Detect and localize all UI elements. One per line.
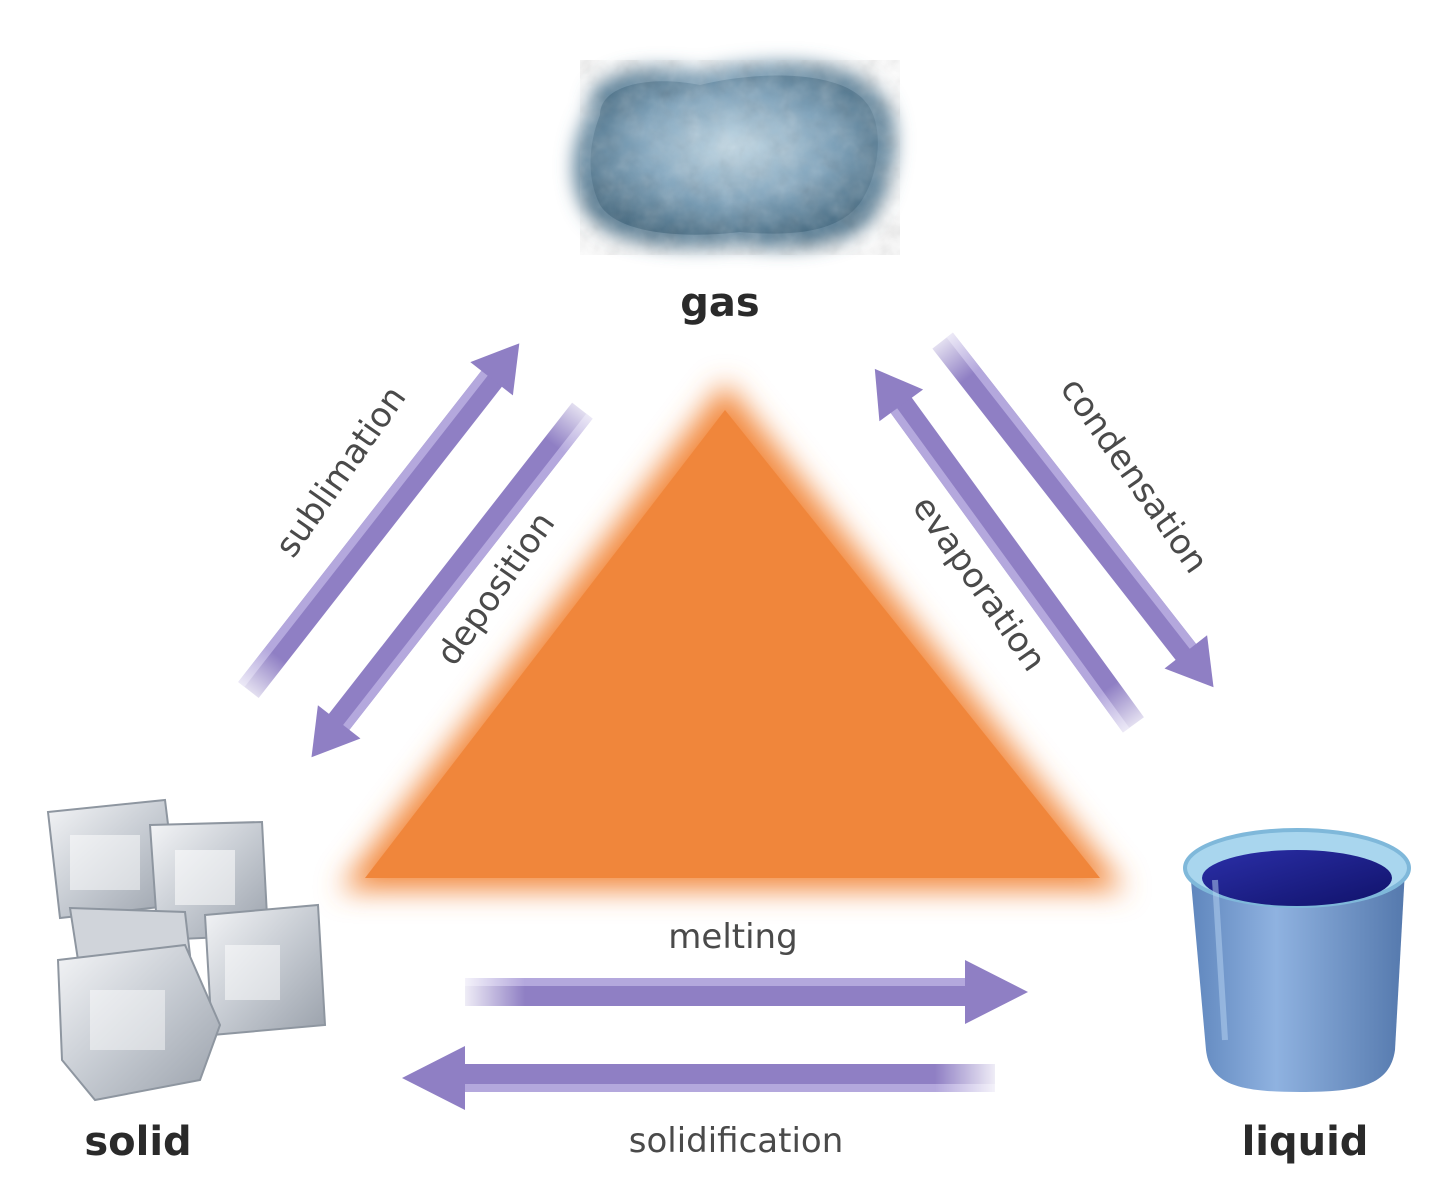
solidification-label: solidification: [629, 1121, 844, 1161]
sublimation-arrow: [222, 343, 520, 715]
liquid-label: liquid: [1242, 1119, 1369, 1165]
evaporation-arrow: [874, 368, 1160, 750]
sublimation-label: sublimation: [268, 379, 415, 565]
solidification-arrow: [402, 1046, 1005, 1110]
gas-cloud-icon: [573, 60, 900, 255]
ice-cubes-icon: [46, 798, 327, 1102]
condensation-label: condensation: [1052, 371, 1216, 581]
liquid-cup-icon: [1183, 828, 1411, 1092]
melting-arrow: [455, 960, 1028, 1024]
deposition-arrow: [311, 385, 609, 758]
central-triangle-core: [365, 410, 1100, 878]
condensation-arrow: [916, 315, 1214, 688]
solid-label: solid: [84, 1119, 191, 1165]
gas-label: gas: [680, 280, 759, 326]
melting-label: melting: [668, 917, 797, 957]
